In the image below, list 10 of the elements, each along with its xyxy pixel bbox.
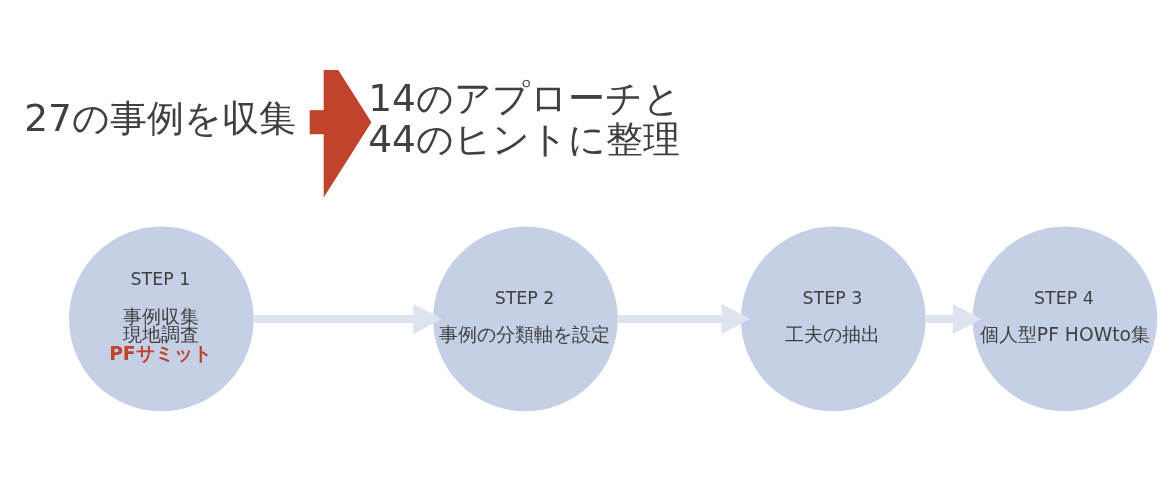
node-circle: STEP 3 工夫の抽出 [740,226,926,412]
arrow [309,70,372,198]
arrow [925,303,982,335]
node-text: 14のアプローチと44のヒントに整理 [368,75,681,162]
arrow [617,303,751,335]
node-text: 27の事例を収集 [24,96,296,141]
node-circle: STEP 2 事例の分類軸を設定 [433,226,618,412]
arrow [253,303,442,335]
node-circle: STEP 4 個人型PF HOWto集 [972,226,1158,412]
node-circle: STEP 1 事例収集 現地調査 PFサミット [69,226,254,412]
